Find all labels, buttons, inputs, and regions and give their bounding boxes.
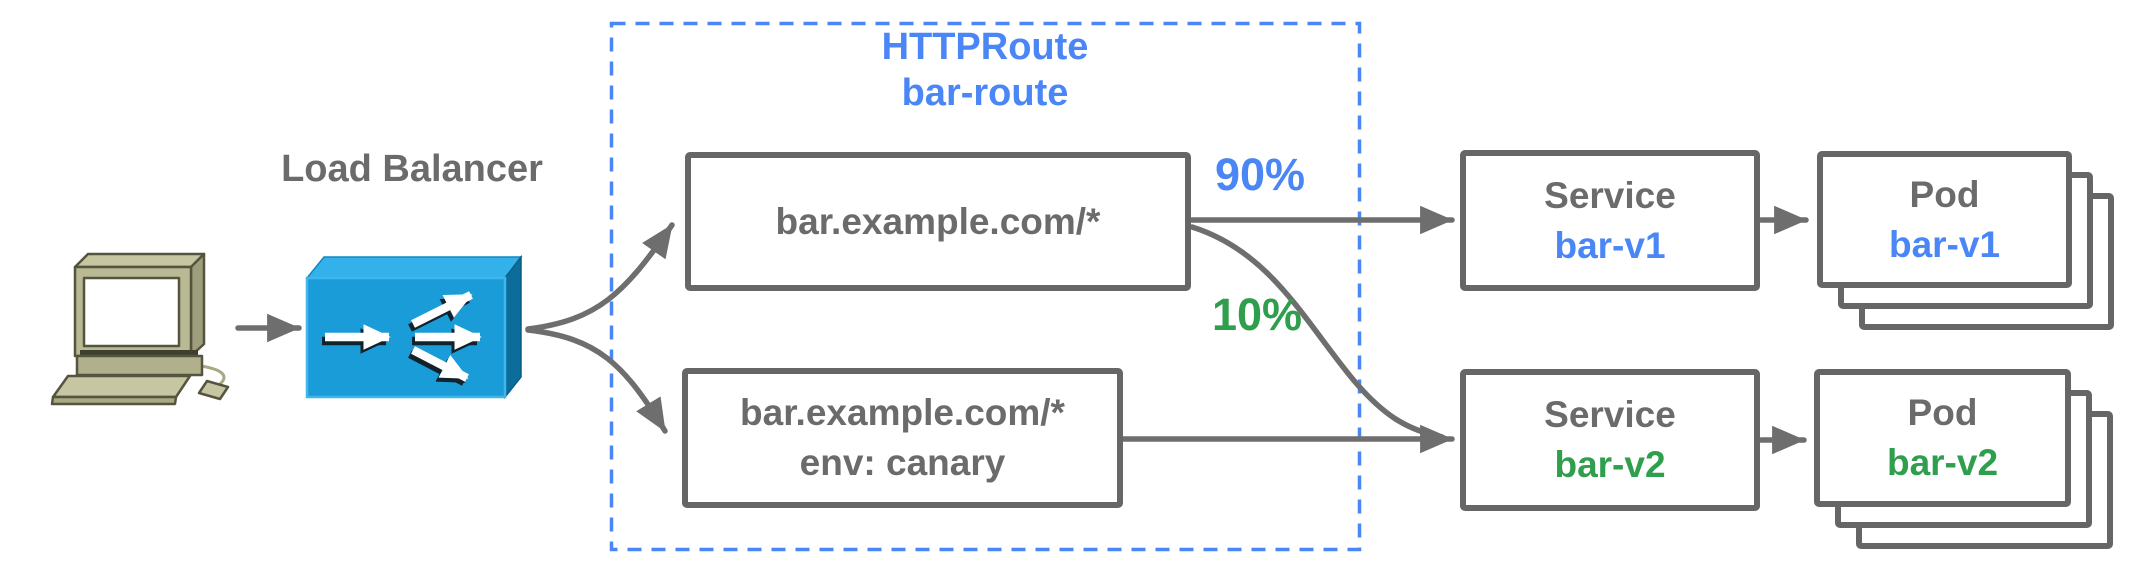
pod-bar-v1-box: Pod bar-v1 <box>1817 151 2072 288</box>
service-bar-v1-box: Service bar-v1 <box>1460 150 1760 291</box>
route-match-canary-header: env: canary <box>799 442 1006 483</box>
route-match-primary-host: bar.example.com/* <box>775 200 1101 242</box>
httproute-dashed-border <box>609 21 1362 552</box>
curve-10pct-to-service-v2 <box>1189 224 1445 440</box>
pod-v1-kind: Pod <box>1909 173 1980 215</box>
route-match-canary-box: bar.example.com/* env: canary <box>682 368 1123 508</box>
httproute-name-label: bar-route <box>901 72 1069 114</box>
weight-90-label: 90% <box>1214 149 1306 200</box>
load-balancer-icon <box>305 254 523 400</box>
pod-bar-v2-stack: Pod bar-v2 <box>1814 369 2114 549</box>
arrow-lb-to-match-canary <box>525 327 668 434</box>
service-v2-kind: Service <box>1544 394 1676 435</box>
service-v2-name: bar-v2 <box>1554 444 1666 485</box>
service-v1-kind: Service <box>1544 174 1676 216</box>
weight-10-label: 10% <box>1211 289 1303 340</box>
pod-v1-name: bar-v1 <box>1888 223 2001 265</box>
service-v1-name: bar-v1 <box>1554 224 1666 266</box>
pod-v2-name: bar-v2 <box>1886 442 1999 483</box>
load-balancer-label: Load Balancer <box>281 148 543 190</box>
pod-v2-kind: Pod <box>1907 392 1978 433</box>
route-match-canary-host: bar.example.com/* <box>740 392 1065 433</box>
httproute-title: HTTPRoute bar-route <box>611 24 1359 116</box>
desktop-computer-icon <box>50 252 230 406</box>
pod-bar-v2-box: Pod bar-v2 <box>1814 369 2071 507</box>
pod-bar-v1-stack: Pod bar-v1 <box>1817 151 2114 330</box>
service-bar-v2-box: Service bar-v2 <box>1460 369 1760 511</box>
arrow-lb-to-match-primary <box>525 222 675 332</box>
httproute-kind-label: HTTPRoute <box>881 26 1089 68</box>
route-match-primary-box: bar.example.com/* <box>685 152 1191 291</box>
